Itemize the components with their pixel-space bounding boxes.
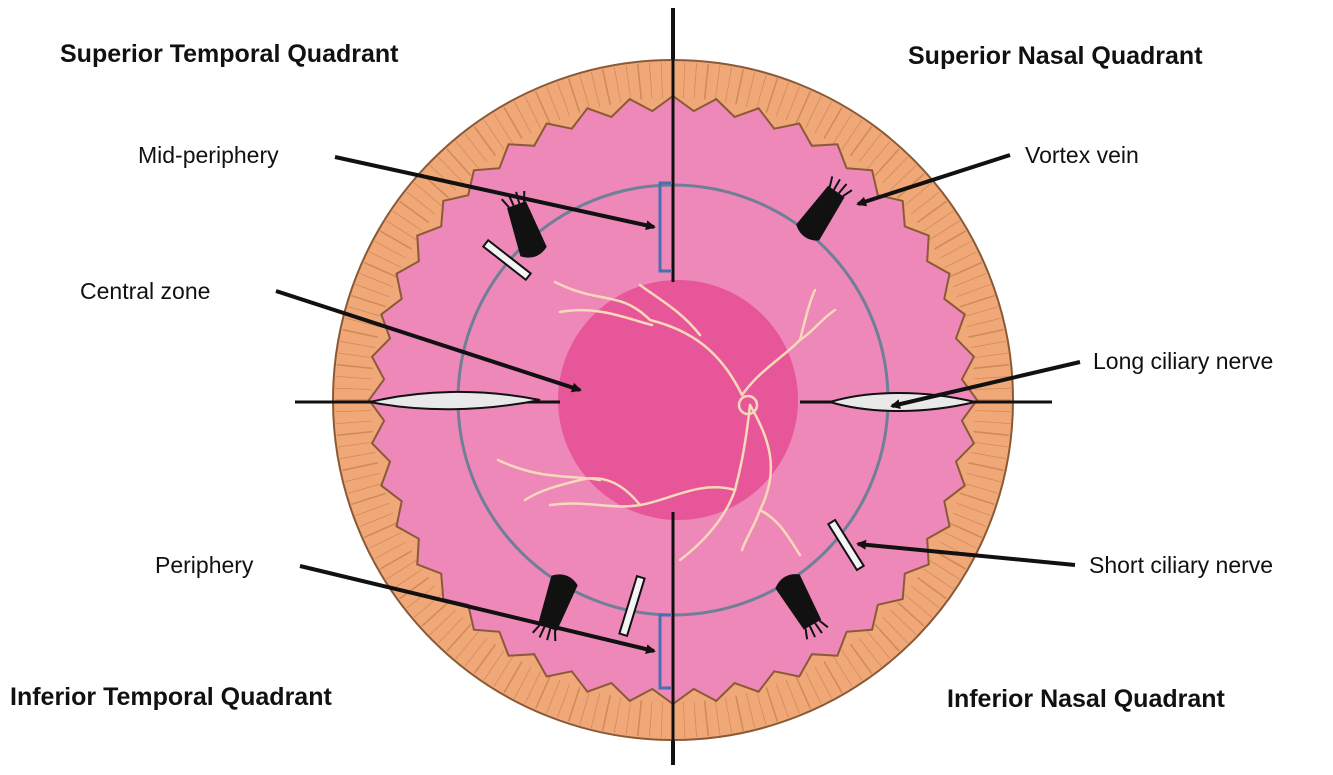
superior-temporal-quadrant-label: Superior Temporal Quadrant	[60, 40, 398, 69]
superior-nasal-quadrant-label: Superior Nasal Quadrant	[908, 42, 1203, 71]
short-ciliary-nerve-label: Short ciliary nerve	[1089, 552, 1273, 579]
vortex-vein-label: Vortex vein	[1025, 142, 1139, 169]
central-zone-label: Central zone	[80, 278, 210, 305]
inferior-temporal-quadrant-label: Inferior Temporal Quadrant	[10, 683, 332, 712]
inferior-nasal-quadrant-label: Inferior Nasal Quadrant	[947, 685, 1225, 714]
periphery-label: Periphery	[155, 552, 253, 579]
long-ciliary-nerve-label: Long ciliary nerve	[1093, 348, 1273, 375]
mid-periphery-label: Mid-periphery	[138, 142, 279, 169]
central-zone-disc	[558, 280, 798, 520]
